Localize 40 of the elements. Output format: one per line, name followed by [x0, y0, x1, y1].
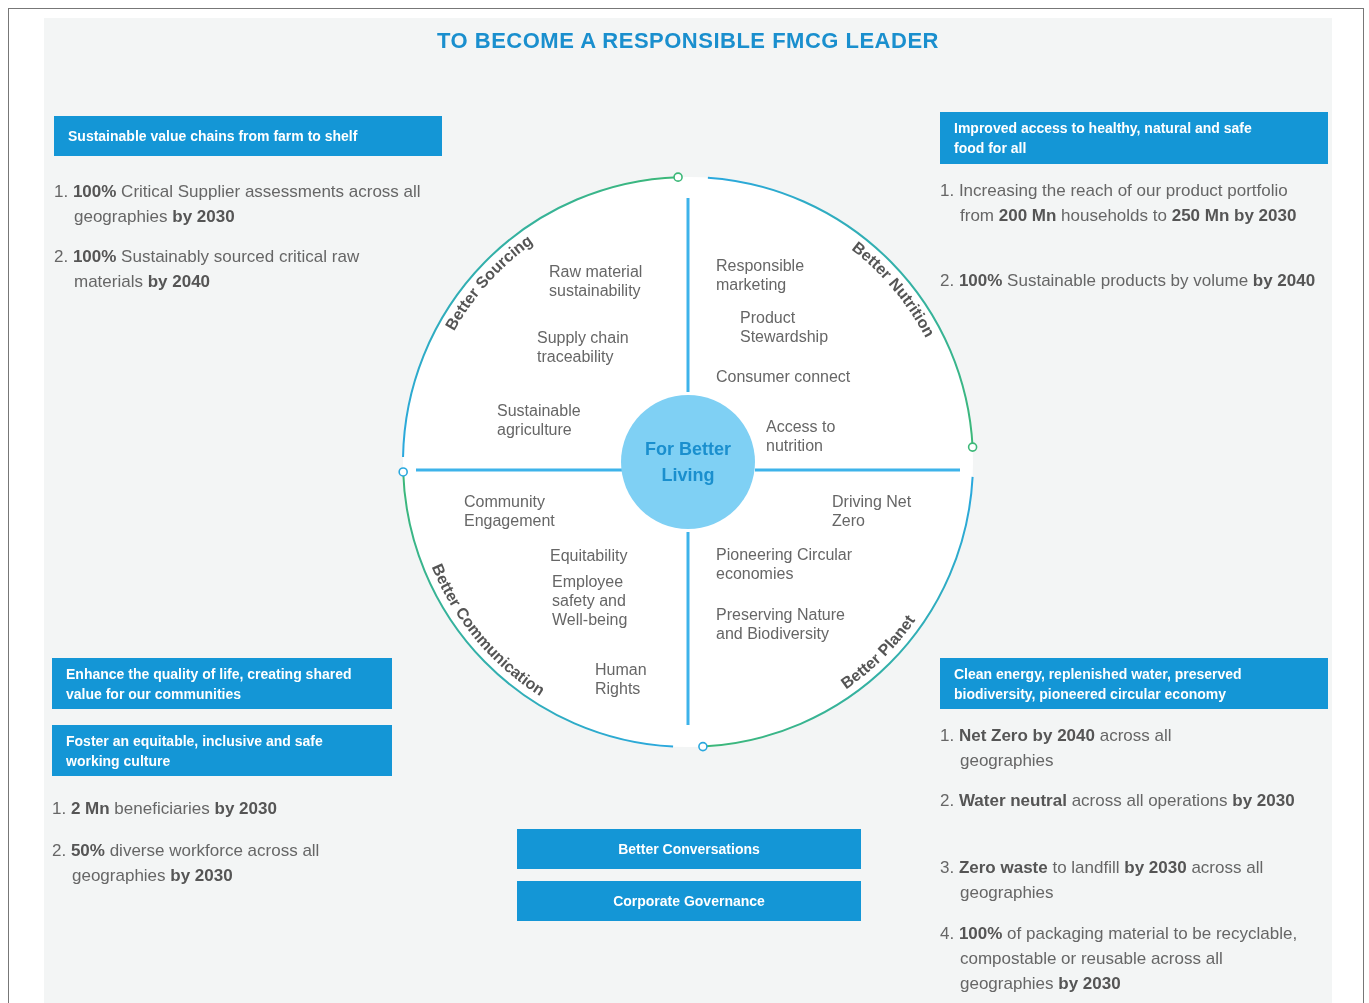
- target-text: 2. 50% diverse workforce across all geographies by 2030: [52, 840, 321, 887]
- target-text: 2. 100% Sustainably sourced critical raw materials by 2040: [54, 246, 361, 293]
- target-text: 2. 100% Sustainable products by volume by 2040: [940, 270, 1317, 292]
- heading-text: Clean energy, replenished water, preserved biodiversity, pioneered circular economy: [954, 664, 1243, 704]
- heading-text: Enhance the quality of life, creating shared value for our communities: [66, 664, 353, 704]
- target-text: 4. 100% of packaging material to be recyclable, compostable or reusable across all geographies by 2030: [940, 923, 1299, 995]
- focus-area-text: Sustainable agriculture: [497, 401, 582, 439]
- heading-bar: [52, 725, 392, 776]
- heading-text: Sustainable value chains from farm to shelf: [68, 127, 358, 146]
- heading-text: Corporate Governance: [613, 892, 765, 911]
- focus-area-text: Equitability: [550, 546, 629, 565]
- focus-area-text: Pioneering Circular economies: [716, 545, 854, 583]
- focus-area-text: Employee safety and Well-being: [552, 572, 629, 629]
- heading-bar: [52, 658, 392, 709]
- heading-text: Foster an equitable, inclusive and safe working culture: [66, 731, 324, 771]
- focus-area-text: Consumer connect: [716, 367, 852, 386]
- target-text: 2. Water neutral across all operations by 2030: [940, 790, 1296, 812]
- focus-area-text: Human Rights: [595, 660, 648, 698]
- focus-area-text: Product Stewardship: [740, 308, 830, 346]
- heading-bar: [940, 658, 1328, 709]
- heading-text: Improved access to healthy, natural and safe food for all: [954, 119, 1253, 158]
- focus-area-text: Supply chain traceability: [537, 328, 630, 366]
- target-text: 3. Zero waste to landfill by 2030 across all geographies: [940, 857, 1265, 904]
- focus-area-text: Raw material sustainability: [549, 262, 644, 300]
- target-text: 1. Net Zero by 2040 across all geographies: [940, 725, 1173, 772]
- heading-text: Better Conversations: [618, 840, 760, 859]
- heading-bar: [517, 881, 861, 921]
- title: TO BECOME A RESPONSIBLE FMCG LEADER: [436, 28, 940, 54]
- heading-bar: [54, 116, 442, 156]
- focus-area-text: Driving Net Zero: [832, 492, 912, 530]
- focus-area-text: Responsible marketing: [716, 256, 806, 294]
- target-text: 1. 100% Critical Supplier assessments across all geographies by 2030: [54, 181, 422, 228]
- target-text: 1. Increasing the reach of our product portfolio from 200 Mn households to 250 Mn by 2030: [940, 180, 1298, 227]
- heading-bar: [517, 829, 861, 869]
- focus-area-text: Community Engagement: [464, 492, 556, 530]
- heading-text: For Better Living: [644, 438, 732, 487]
- focus-area-text: Preserving Nature and Biodiversity: [716, 605, 846, 643]
- heading-bar: [940, 112, 1328, 164]
- target-text: 1. 2 Mn beneficiaries by 2030: [52, 798, 278, 820]
- focus-area-text: Access to nutrition: [766, 417, 837, 455]
